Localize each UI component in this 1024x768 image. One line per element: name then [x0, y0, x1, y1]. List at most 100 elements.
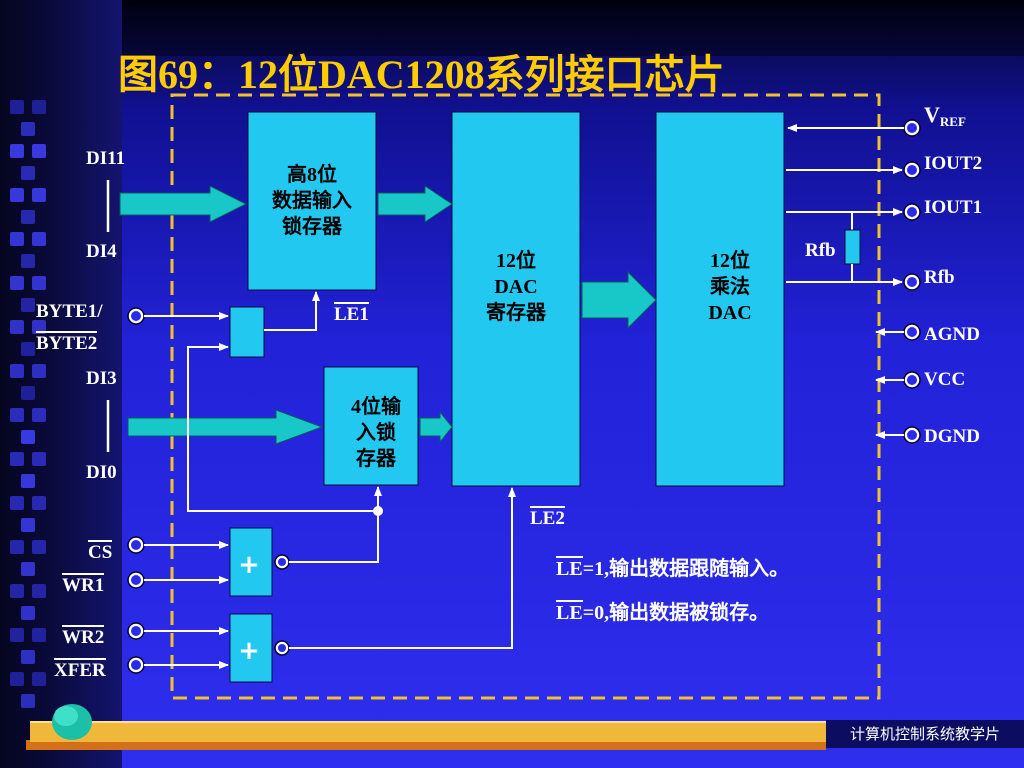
low4-latch-block: [323, 366, 419, 486]
note1-le: LE: [556, 556, 583, 580]
le2-label: LE2: [530, 506, 565, 529]
multiplying-dac-label: 12位 乘法 DAC: [656, 248, 804, 326]
iout1-label: IOUT1: [924, 197, 983, 218]
high8-latch-label: 高8位 数据输入 锁存器: [248, 162, 376, 240]
decorative-square: [32, 584, 46, 598]
decorative-square: [21, 430, 35, 444]
dac-register-block: [451, 111, 581, 487]
note1-text: =1,输出数据跟随输入。: [582, 558, 790, 580]
decorative-square: [32, 408, 46, 422]
byte-buffer-block: [229, 306, 265, 358]
decorative-square: [10, 188, 24, 202]
rfb-resistor-label: Rfb: [805, 240, 836, 261]
dac-register-label: 12位 DAC 寄存器: [452, 248, 580, 326]
decorative-square: [21, 342, 35, 356]
note-le-0: LE=0,输出数据被锁存。: [556, 600, 770, 624]
enable-bus-wire: [187, 343, 378, 512]
high8-latch-line1: 高8位: [287, 164, 337, 186]
decorative-square: [32, 232, 46, 246]
decorative-square: [32, 188, 46, 202]
decorative-square: [21, 254, 35, 268]
di0-label: DI0: [86, 462, 117, 483]
decorative-square: [10, 232, 24, 246]
dac-register-line2: DAC: [494, 276, 538, 298]
decorative-square: [21, 650, 35, 664]
decorative-square: [10, 408, 24, 422]
multiplying-dac-line2: 乘法: [710, 276, 750, 298]
decorative-square: [21, 518, 35, 532]
gate2-symbol: +: [238, 636, 260, 666]
decorative-square: [32, 144, 46, 158]
vref-label: VREF: [924, 104, 966, 133]
le2-wire: [289, 487, 516, 649]
decorative-square: [21, 562, 35, 576]
note2-text: =0,输出数据被锁存。: [582, 602, 770, 624]
decorative-square: [21, 210, 35, 224]
high8-latch-line3: 锁存器: [282, 216, 342, 238]
low-latch-to-register-arrow: [419, 410, 453, 444]
footer-bar: [30, 722, 826, 742]
decorative-square: [21, 166, 35, 180]
cs-label: CS: [88, 540, 113, 563]
decorative-square: [32, 672, 46, 686]
di11-label: DI11: [86, 148, 126, 169]
decorative-square: [10, 364, 24, 378]
decorative-square: [10, 276, 24, 290]
multiplying-dac-block: [655, 111, 785, 487]
low4-latch-line3: 存器: [356, 448, 396, 470]
decorative-square: [32, 320, 46, 334]
decorative-square: [32, 100, 46, 114]
xfer-label: XFER: [54, 658, 106, 681]
gate2-block: [229, 613, 273, 683]
decorative-square: [10, 100, 24, 114]
high8-latch-line2: 数据输入: [272, 190, 352, 212]
di3-label: DI3: [86, 368, 117, 389]
decorative-square: [21, 474, 35, 488]
agnd-label: AGND: [924, 324, 980, 345]
vcc-label: VCC: [924, 369, 966, 390]
high8-latch-block: [247, 111, 377, 291]
decorative-square: [10, 628, 24, 642]
dac-register-line3: 寄存器: [486, 302, 546, 324]
di-high-bus-arrow: [119, 185, 248, 223]
decorative-square: [21, 122, 35, 136]
rfb-resistor: [844, 229, 861, 265]
gate1-output-wire: [289, 486, 382, 563]
low4-latch-line1: 4位输: [351, 396, 401, 418]
slide-title: 图69：12位DAC1208系列接口芯片: [118, 52, 725, 97]
dac-register-line1: 12位: [496, 250, 536, 272]
vref-sub: REF: [939, 114, 966, 129]
decorative-square: [10, 144, 24, 158]
decorative-square: [32, 364, 46, 378]
decorative-square: [10, 584, 24, 598]
decorative-square: [32, 540, 46, 554]
decorative-square: [10, 496, 24, 510]
decorative-square: [10, 672, 24, 686]
wr2-label: WR2: [62, 625, 105, 648]
le1-wire: [264, 291, 320, 331]
decorative-square: [10, 320, 24, 334]
decorative-square: [32, 628, 46, 642]
decorative-square: [21, 298, 35, 312]
decorative-square: [21, 606, 35, 620]
decorative-square: [10, 540, 24, 554]
decorative-square: [32, 452, 46, 466]
le1-label: LE1: [334, 302, 369, 325]
di4-label: DI4: [86, 241, 117, 262]
gate1-block: [229, 527, 273, 597]
decorative-square: [21, 386, 35, 400]
multiplying-dac-line3: DAC: [708, 302, 752, 324]
dgnd-label: DGND: [924, 426, 980, 447]
vref-main: V: [924, 102, 940, 127]
byte-bottom-label: BYTE2: [36, 331, 98, 354]
byte-top-label: BYTE1/: [36, 301, 103, 322]
decorative-square: [10, 452, 24, 466]
multiplying-dac-line1: 12位: [710, 250, 750, 272]
decorative-square: [32, 496, 46, 510]
low4-latch-line2: 入锁: [356, 422, 396, 444]
top-band: [122, 0, 1024, 56]
decorative-square: [32, 276, 46, 290]
footer-bar-bottom: [26, 740, 826, 750]
low4-latch-label: 4位输 入锁 存器: [324, 394, 428, 472]
